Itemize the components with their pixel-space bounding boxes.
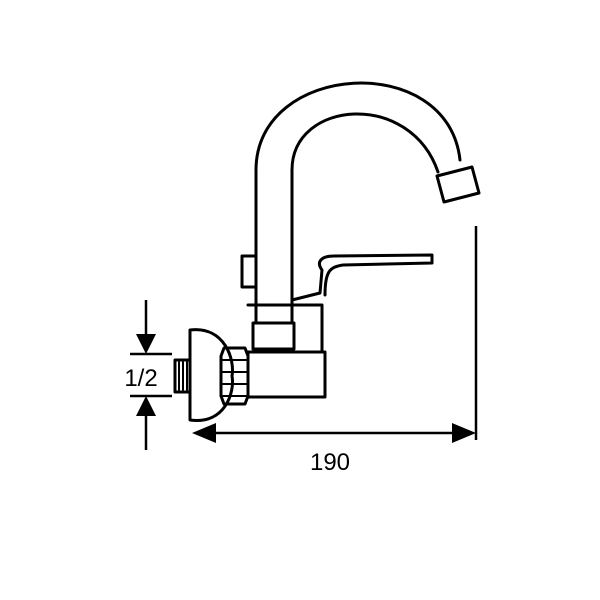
connection-arrow-bottom — [136, 396, 156, 416]
lever-handle — [290, 253, 434, 302]
mixer-body — [246, 350, 327, 399]
swivel-spout — [254, 81, 462, 325]
aerator — [435, 165, 481, 204]
faucet-outline — [173, 81, 481, 422]
inlet-thread-lines — [178, 361, 188, 391]
mixer-column — [246, 303, 324, 354]
rear-cap — [240, 254, 258, 289]
wall-rosette — [188, 328, 234, 422]
connection-size-label: 1/2 — [124, 365, 157, 392]
hex-nut-lines — [222, 359, 247, 397]
connection-arrow-top — [136, 334, 156, 354]
connection-dimension — [130, 300, 172, 450]
projection-dimension — [192, 226, 478, 443]
projection-arrow-left — [192, 423, 216, 443]
projection-arrow-right — [452, 423, 476, 443]
projection-length-label: 190 — [310, 449, 350, 476]
hex-nut — [219, 346, 250, 406]
spout-collar — [251, 321, 296, 351]
